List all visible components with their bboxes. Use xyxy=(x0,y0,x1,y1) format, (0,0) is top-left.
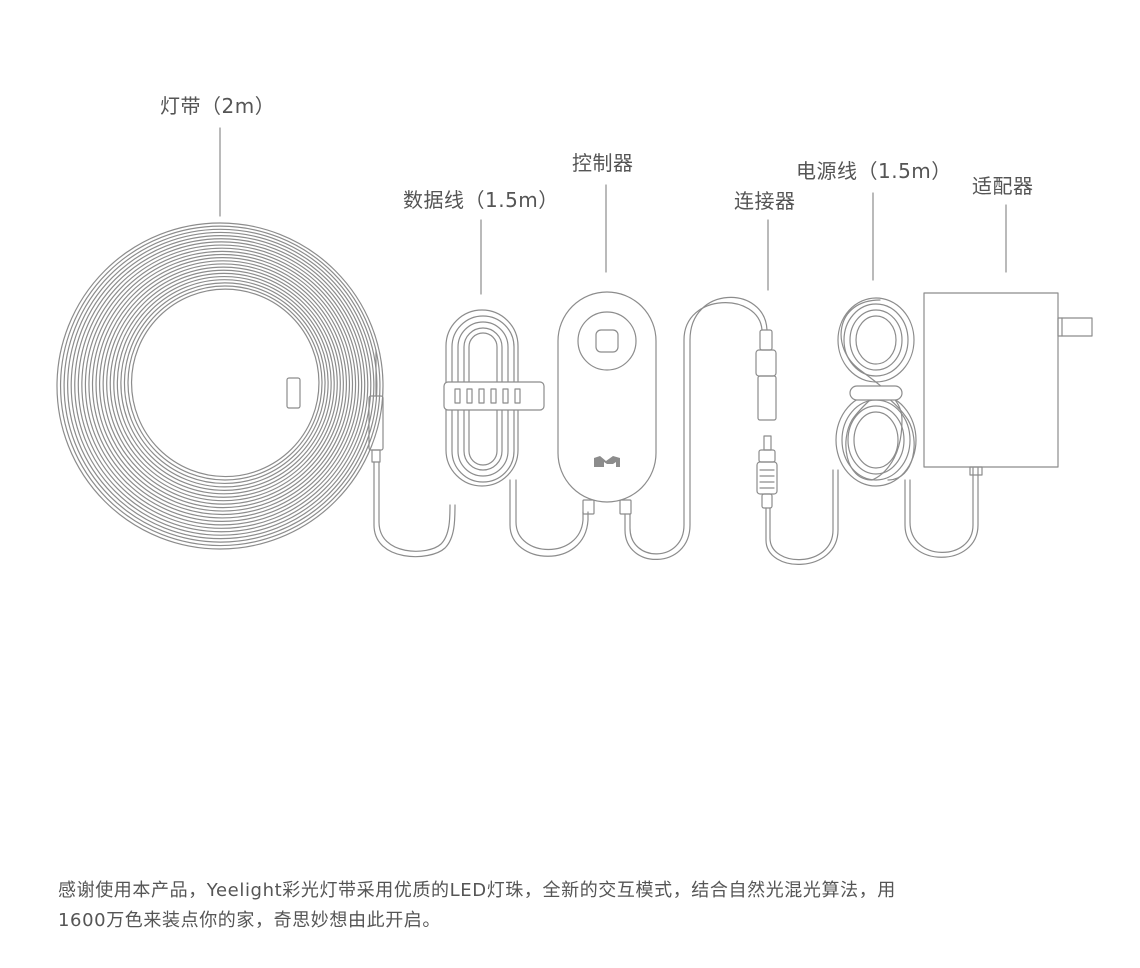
coil-ring xyxy=(63,228,378,543)
controller-body xyxy=(557,291,657,515)
coil-ring xyxy=(77,241,366,529)
cable-controller-to-connector xyxy=(624,296,768,560)
cable-strip-to-data xyxy=(373,461,456,558)
coil-ring xyxy=(88,250,357,519)
coil-ring xyxy=(70,234,372,536)
label-power-cable: 电源线（1.5m） xyxy=(796,159,952,183)
intro-text: 感谢使用本产品，Yeelight彩光灯带采用优质的LED灯珠，全新的交互模式，结… xyxy=(58,876,1088,936)
label-adapter: 适配器 xyxy=(972,174,1034,198)
leader-lines xyxy=(219,127,1007,295)
coil-ring xyxy=(91,253,354,516)
strip-plug-neck xyxy=(371,449,381,463)
cable-tie xyxy=(443,381,545,411)
coil-ring xyxy=(130,288,320,478)
coil-ring xyxy=(56,222,384,550)
coil-ring xyxy=(123,282,326,485)
product-diagram xyxy=(56,127,1093,565)
coil-ring xyxy=(67,231,375,540)
coil-ring xyxy=(74,238,369,533)
power-cable-coil xyxy=(835,297,917,487)
connector-male xyxy=(756,435,778,509)
coil-ring xyxy=(116,275,332,491)
coil-ring xyxy=(81,244,363,526)
coil-ring xyxy=(106,266,341,502)
coil-ring xyxy=(113,272,335,495)
strip-end-clip xyxy=(286,377,301,409)
cable-connector-to-power xyxy=(765,469,839,565)
coil-ring xyxy=(120,279,329,488)
label-data-cable: 数据线（1.5m） xyxy=(403,188,559,212)
coil-ring xyxy=(84,247,360,522)
coil-ring xyxy=(59,225,381,547)
intro-line-1: 感谢使用本产品，Yeelight彩光灯带采用优质的LED灯珠，全新的交互模式，结… xyxy=(58,880,896,901)
power-adapter xyxy=(923,292,1093,476)
coil-ring xyxy=(127,285,323,481)
coil-ring xyxy=(109,269,338,498)
connector-female xyxy=(755,329,777,421)
coil-ring xyxy=(95,257,351,512)
cable-power-to-adapter xyxy=(904,467,979,558)
label-controller: 控制器 xyxy=(572,151,634,175)
coil-ring xyxy=(98,260,348,509)
coil-ring xyxy=(102,263,344,505)
label-connector: 连接器 xyxy=(734,189,796,213)
cable-data-to-controller xyxy=(509,479,589,557)
light-strip-coil xyxy=(56,222,384,550)
intro-line-2: 1600万色来装点你的家，奇思妙想由此开启。 xyxy=(58,910,442,931)
yeelight-logo-icon xyxy=(594,456,620,467)
square-button-icon[interactable] xyxy=(595,329,619,353)
label-strip: 灯带（2m） xyxy=(160,94,276,118)
